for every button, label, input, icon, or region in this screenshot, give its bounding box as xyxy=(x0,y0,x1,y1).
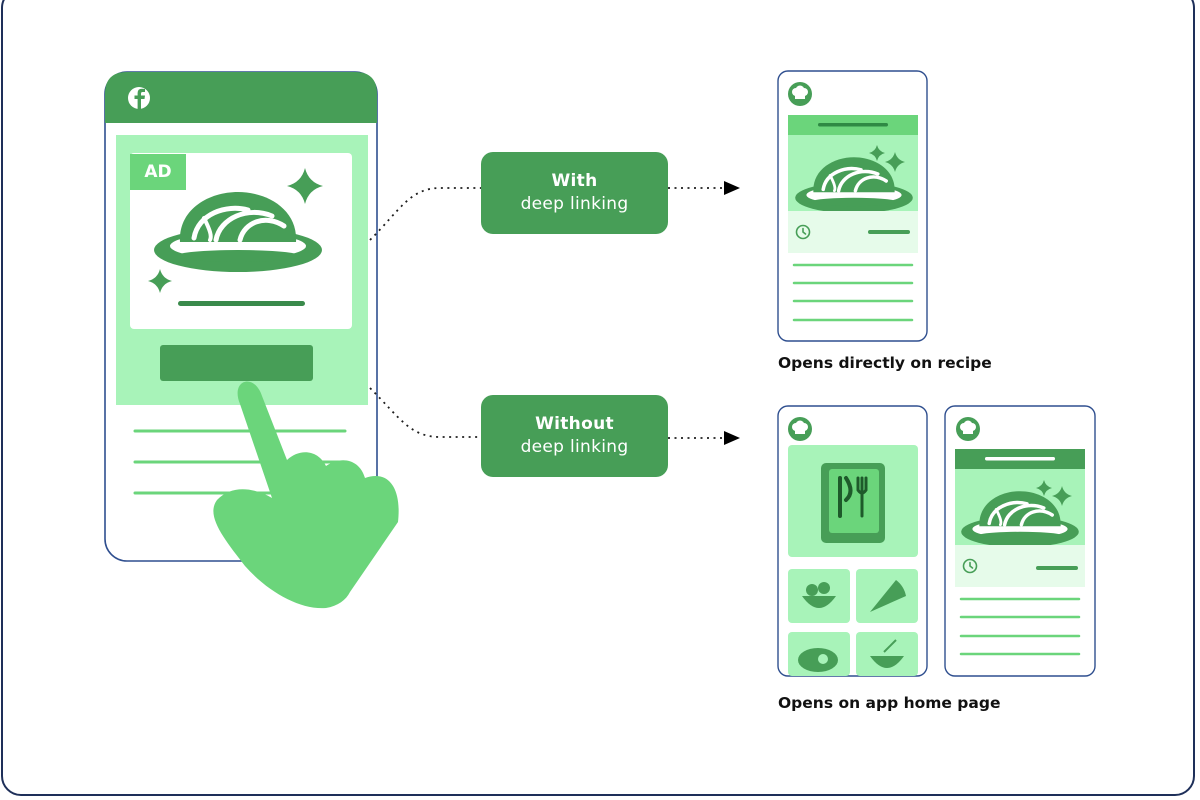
ad-cta-button[interactable] xyxy=(160,345,313,381)
recipe-text-lines xyxy=(959,597,1081,656)
tap-hand-icon xyxy=(213,381,399,609)
caption-direct: Opens directly on recipe xyxy=(778,354,992,372)
with-sublabel: deep linking xyxy=(520,194,629,214)
arrow-icon xyxy=(724,181,740,445)
facebook-icon xyxy=(128,87,150,109)
chef-hat-icon xyxy=(956,417,980,441)
without-sublabel: deep linking xyxy=(520,437,629,457)
with-label: With xyxy=(551,171,598,191)
caption-home: Opens on app home page xyxy=(778,694,1001,712)
connector-lines xyxy=(369,187,724,439)
recipe-text-lines xyxy=(792,263,914,322)
home-phone xyxy=(777,405,928,677)
recipe-phone-after-home xyxy=(944,405,1096,677)
ad-phone xyxy=(104,71,378,562)
menu-book-icon xyxy=(821,463,885,543)
without-deep-linking-box: Without deep linking xyxy=(481,395,668,477)
chef-hat-icon xyxy=(788,417,812,441)
without-label: Without xyxy=(535,414,614,434)
with-deep-linking-box: With deep linking xyxy=(481,152,668,234)
recipe-phone-direct xyxy=(777,70,928,342)
chef-hat-icon xyxy=(788,82,812,106)
ad-badge: AD xyxy=(130,154,186,190)
ad-caption-bar xyxy=(178,301,305,306)
rice-bowl-icon[interactable] xyxy=(856,632,918,676)
